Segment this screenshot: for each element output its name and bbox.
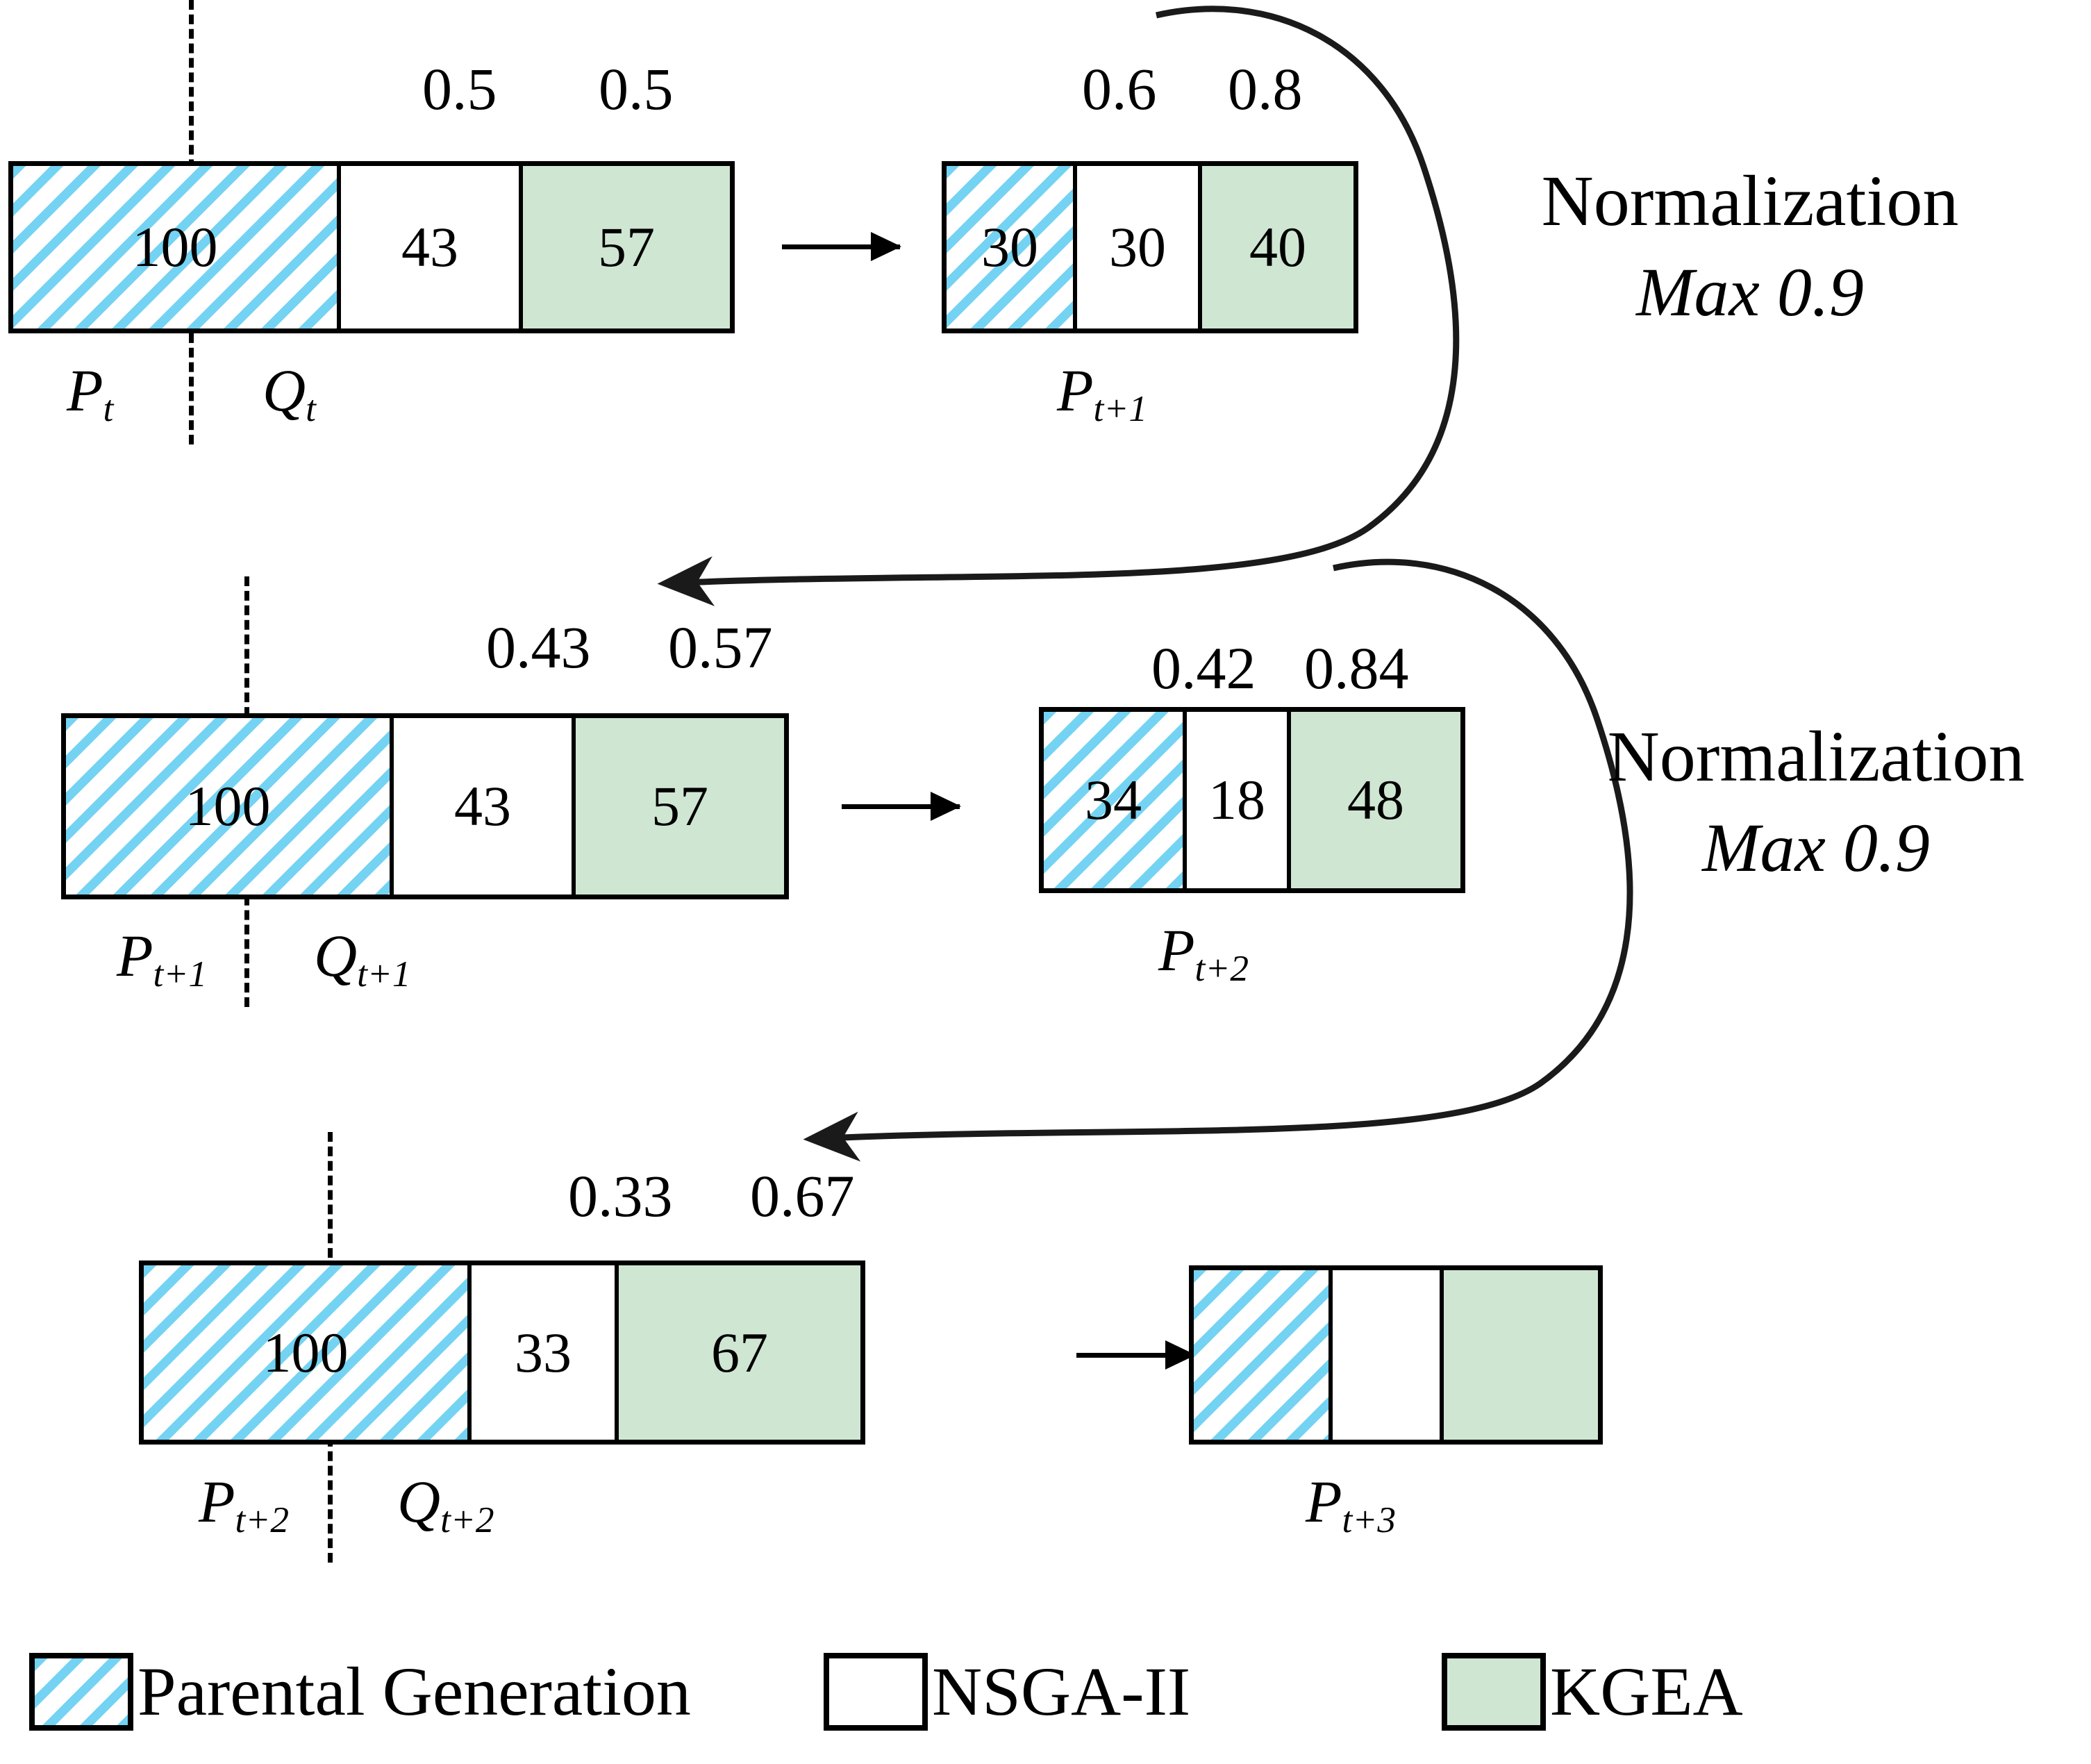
row-1-cell-nsga: 43 xyxy=(337,166,519,328)
row-1-cell-nsga-value: 43 xyxy=(401,215,458,278)
row-1-label-Q: Qt xyxy=(263,356,316,430)
row-2-label-Q-base: Q xyxy=(314,922,358,989)
row-3-top-number-0: 0.33 xyxy=(568,1163,673,1229)
row-1-normalization-caption: Normalization Max 0.9 xyxy=(1472,160,2028,332)
row-1-right-cell-nsga-value: 30 xyxy=(1109,215,1166,278)
row-3-cell-nsga: 33 xyxy=(467,1265,615,1440)
row-3-top-number-1: 0.67 xyxy=(750,1163,855,1229)
row-3-label-P: Pt+2 xyxy=(199,1467,289,1541)
legend-item-parental: Parental Generation xyxy=(29,1651,691,1731)
row-2-label-Q-sub: t+1 xyxy=(357,952,411,995)
row-3-label-Q-base: Q xyxy=(397,1468,441,1535)
row-1-right-label-P-base: P xyxy=(1057,357,1094,424)
legend-label-kgea: KGEA xyxy=(1550,1653,1743,1730)
row-3-right-label-P: Pt+3 xyxy=(1306,1467,1396,1541)
row-1-cell-parental: 100 xyxy=(13,166,337,328)
row-2-normalization-caption: Normalization Max 0.9 xyxy=(1542,715,2090,888)
row-1-label-P-sub: t xyxy=(103,387,114,429)
row-2-arrow-head xyxy=(931,792,961,821)
row-2-caption-line1: Normalization xyxy=(1607,717,2025,797)
legend-label-nsga: NSGA-II xyxy=(932,1653,1191,1730)
row-2-right-bar: 34 18 48 xyxy=(1039,707,1465,893)
row-2-right-label-P: Pt+2 xyxy=(1158,915,1249,990)
row-3-right-label-P-sub: t+3 xyxy=(1342,1498,1396,1540)
row-3-label-P-base: P xyxy=(199,1468,235,1535)
row-2-label-P: Pt+1 xyxy=(117,921,207,995)
row-2-right-cell-kgea: 48 xyxy=(1287,712,1460,888)
row-1-label-Q-sub: t xyxy=(306,387,316,429)
row-1-label-P: Pt xyxy=(67,356,113,430)
legend-item-kgea: KGEA xyxy=(1442,1651,1743,1731)
row-3-cell-kgea-value: 67 xyxy=(711,1320,768,1384)
row-2-cell-parental-value: 100 xyxy=(185,774,271,838)
row-1-top-number-0: 0.5 xyxy=(422,56,497,122)
row-3-right-bar xyxy=(1189,1265,1603,1445)
row-3-cell-nsga-value: 33 xyxy=(515,1320,572,1384)
row-2-label-Q: Qt+1 xyxy=(314,921,411,995)
row-3-right-label-P-base: P xyxy=(1306,1468,1342,1535)
row-3-label-Q-sub: t+2 xyxy=(440,1498,494,1540)
row-2-right-cell-parental: 34 xyxy=(1044,712,1183,888)
legend-swatch-nsga-icon xyxy=(824,1652,928,1731)
row-2-label-P-base: P xyxy=(117,922,153,989)
row-2-cell-parental: 100 xyxy=(66,718,390,895)
row-1-cell-kgea-value: 57 xyxy=(598,215,655,278)
row-1-top-number-1: 0.5 xyxy=(599,56,674,122)
row-1-right-bar: 30 30 40 xyxy=(942,161,1358,333)
row-1-left-bar: 100 43 57 xyxy=(8,161,735,333)
row-2-right-top-number-1: 0.84 xyxy=(1304,635,1409,701)
row-2-cell-nsga: 43 xyxy=(390,718,572,895)
row-2-cell-kgea: 57 xyxy=(572,718,784,895)
row-2-cell-kgea-value: 57 xyxy=(651,774,708,838)
row-3-right-cell-kgea xyxy=(1440,1270,1598,1440)
legend-item-nsga: NSGA-II xyxy=(824,1651,1190,1731)
row-1-cell-parental-value: 100 xyxy=(132,215,218,278)
row-2-right-cell-nsga-value: 18 xyxy=(1208,768,1265,831)
row-1-caption-line2: Max 0.9 xyxy=(1636,253,1864,331)
row-2-left-bar: 100 43 57 xyxy=(61,713,789,899)
row-1-caption-line1: Normalization xyxy=(1541,161,1959,241)
row-2-top-number-0: 0.43 xyxy=(486,614,591,681)
row-1-arrow-head xyxy=(871,232,901,261)
row-1-label-Q-base: Q xyxy=(263,357,306,424)
row-1-right-cell-nsga: 30 xyxy=(1073,166,1198,328)
row-1-right-cell-parental-value: 30 xyxy=(981,215,1038,278)
row-1-right-cell-kgea-value: 40 xyxy=(1249,215,1306,278)
row-1-right-label-P: Pt+1 xyxy=(1057,356,1147,430)
row-3-left-bar: 100 33 67 xyxy=(139,1260,865,1445)
row-3-right-cell-nsga xyxy=(1328,1270,1440,1440)
row-2-right-cell-nsga: 18 xyxy=(1183,712,1287,888)
row-2-right-label-P-sub: t+2 xyxy=(1194,947,1249,989)
row-3-right-cell-parental xyxy=(1194,1270,1328,1440)
row-3-label-P-sub: t+2 xyxy=(235,1498,289,1540)
row-2-top-number-1: 0.57 xyxy=(668,614,773,681)
row-2-right-label-P-base: P xyxy=(1158,917,1195,983)
row-1-label-P-base: P xyxy=(67,357,103,424)
row-2-label-P-sub: t+1 xyxy=(153,952,207,995)
row-1-right-cell-kgea: 40 xyxy=(1198,166,1353,328)
row-3-cell-kgea: 67 xyxy=(615,1265,860,1440)
row-1-right-label-P-sub: t+1 xyxy=(1093,387,1147,429)
row-2-cell-nsga-value: 43 xyxy=(454,774,511,838)
legend-swatch-parental-icon xyxy=(29,1652,133,1731)
row-1-arrow-shaft xyxy=(782,244,900,249)
row-3-label-Q: Qt+2 xyxy=(397,1467,494,1541)
row-1-right-top-number-1: 0.8 xyxy=(1228,56,1303,122)
row-2-right-cell-kgea-value: 48 xyxy=(1347,768,1404,831)
row-3-arrow-shaft xyxy=(1076,1353,1194,1358)
row-2-arrow-shaft xyxy=(842,804,960,809)
row-2-right-cell-parental-value: 34 xyxy=(1085,768,1142,831)
row-1-right-top-number-0: 0.6 xyxy=(1082,56,1157,122)
row-3-cell-parental-value: 100 xyxy=(263,1320,349,1384)
row-3-cell-parental: 100 xyxy=(144,1265,467,1440)
row-1-cell-kgea: 57 xyxy=(519,166,730,328)
row-2-right-top-number-0: 0.42 xyxy=(1151,635,1256,701)
row-2-caption-line2: Max 0.9 xyxy=(1702,809,1930,886)
row-1-right-cell-parental: 30 xyxy=(947,166,1073,328)
legend-swatch-kgea-icon xyxy=(1442,1652,1546,1731)
legend-label-parental: Parental Generation xyxy=(138,1653,691,1730)
